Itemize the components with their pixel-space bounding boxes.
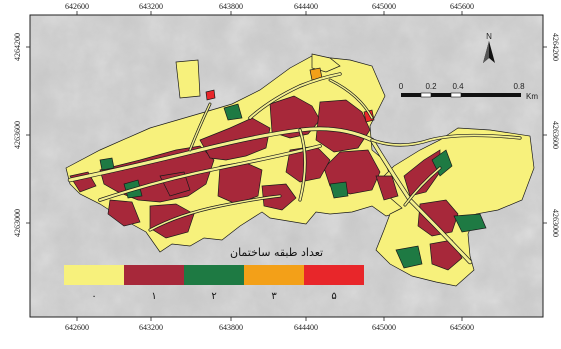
y-tick-label-left: 4263000 (13, 209, 22, 237)
building-class-2 (99, 157, 115, 171)
legend-item-label: ١ (151, 291, 156, 302)
road (149, 195, 281, 231)
scale-bar: 0 0.2 0.4 0.8 Km (399, 82, 539, 101)
legend-item-label: ٠ (91, 291, 96, 302)
building-class-2 (223, 103, 243, 121)
map-border (29, 14, 544, 318)
x-tick-label-top: 645600 (450, 2, 474, 11)
x-tick-label-top: 643200 (139, 2, 163, 11)
road (189, 103, 211, 151)
legend-swatch (184, 265, 244, 285)
y-tick-label-right: 4264200 (551, 33, 560, 61)
scale-label-1: 0.2 (425, 82, 437, 91)
building-class-1 (315, 99, 371, 153)
building-class-2 (329, 181, 349, 199)
y-tick-label-left: 4263600 (13, 121, 22, 149)
north-arrow-icon: N (483, 32, 495, 63)
district-north (311, 53, 341, 73)
scale-segment (401, 93, 421, 97)
north-label: N (486, 32, 492, 41)
x-tick-label-top: 645000 (372, 2, 396, 11)
scale-segment (420, 92, 432, 98)
building-class-2 (395, 245, 423, 269)
building-class-1 (375, 175, 399, 201)
road (98, 144, 322, 202)
road (68, 127, 472, 264)
building-class-2 (453, 213, 487, 233)
x-tick-label-bottom: 643200 (139, 323, 163, 332)
legend: تعداد طبقه ساختمان ٠ ١ ٢ ٣ ۵ (64, 246, 364, 302)
scale-label-2: 0.4 (452, 82, 464, 91)
road (371, 134, 521, 146)
x-tick-label-bottom: 643800 (219, 323, 243, 332)
scale-label-0: 0 (399, 82, 404, 91)
district-northwest (175, 59, 201, 99)
x-tick-label-bottom: 642600 (65, 323, 89, 332)
road (404, 167, 441, 206)
building-footprints (65, 53, 535, 287)
legend-swatch (244, 265, 304, 285)
y-tick-label-right: 4263000 (551, 209, 560, 237)
legend-item-label: ٢ (211, 291, 216, 302)
legend-swatch (304, 265, 364, 285)
legend-item-label: ٣ (271, 291, 277, 302)
scale-label-3: 0.8 (513, 82, 525, 91)
road-network (67, 72, 522, 265)
legend-swatch (64, 265, 124, 285)
y-tick-label-left: 4264200 (13, 33, 22, 61)
legend-swatches: ٠ ١ ٢ ٣ ۵ (64, 265, 364, 302)
coordinate-grid-ticks: 642600 642600 643200 643200 643800 643800 6444… (13, 2, 560, 332)
scale-segment (450, 92, 462, 98)
x-tick-label-top: 644400 (294, 2, 318, 11)
legend-title: تعداد طبقه ساختمان (230, 246, 323, 259)
road (329, 79, 373, 119)
x-tick-label-bottom: 644400 (294, 323, 318, 332)
x-tick-label-bottom: 645600 (450, 323, 474, 332)
scale-segment (461, 93, 521, 97)
building-class-1 (107, 199, 141, 227)
x-tick-label-bottom: 645000 (372, 323, 396, 332)
road (249, 73, 341, 119)
legend-swatch (124, 265, 184, 285)
x-tick-label-top: 643800 (219, 2, 243, 11)
legend-item-label: ۵ (331, 291, 336, 302)
building-class-1 (199, 117, 271, 161)
building-class-5 (205, 89, 216, 101)
building-class-1 (417, 199, 459, 237)
x-tick-label-top: 642600 (65, 2, 89, 11)
scale-unit: Km (526, 92, 538, 101)
scale-segment (431, 93, 451, 97)
y-tick-label-right: 4263600 (551, 121, 560, 149)
road (299, 129, 306, 201)
